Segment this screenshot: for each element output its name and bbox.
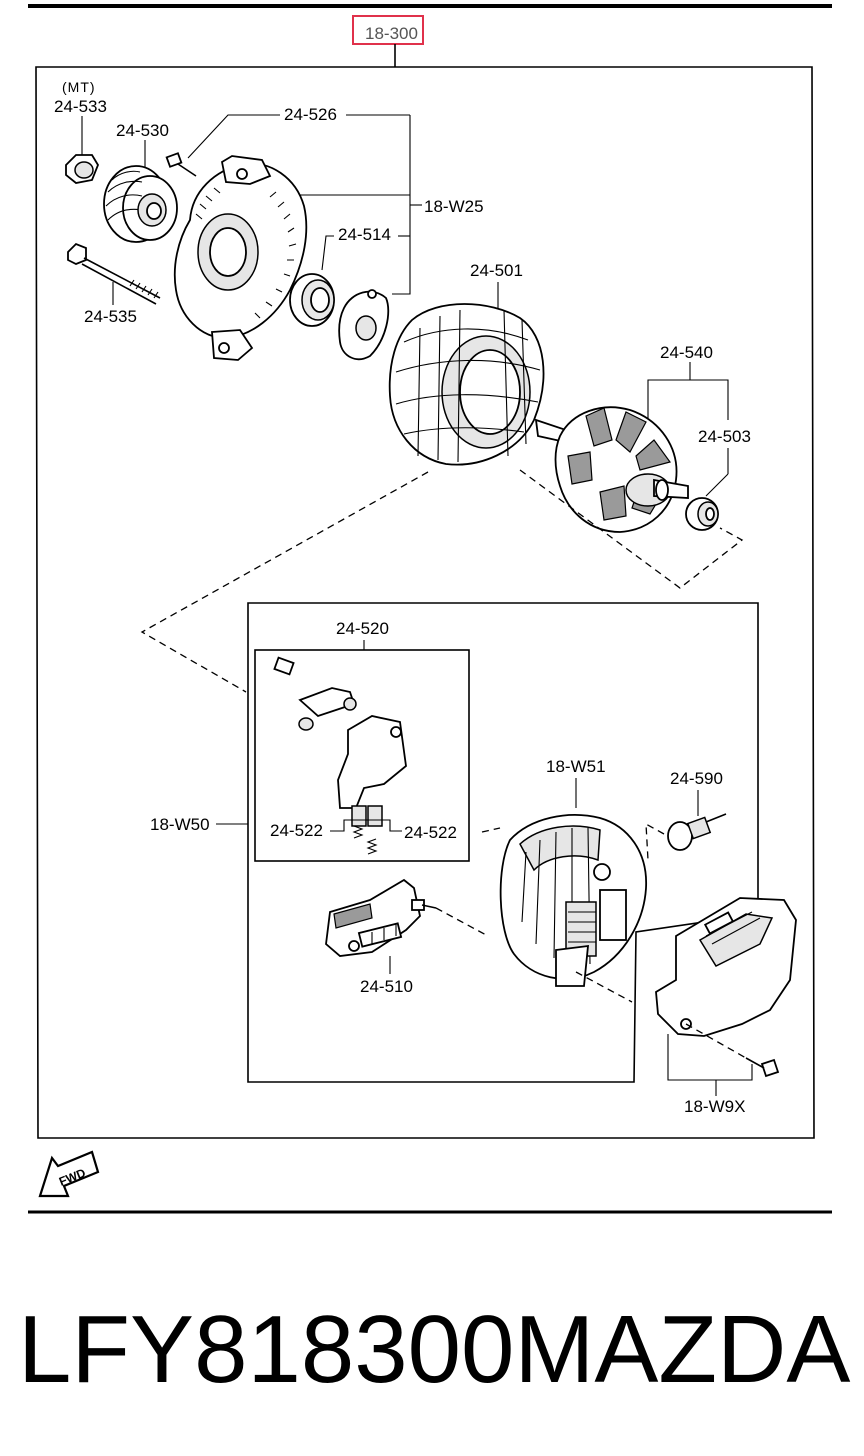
screw-part — [165, 152, 197, 177]
label-24-514: 24-514 — [338, 225, 391, 244]
brush-holder-frame — [254, 649, 470, 862]
rotor-part — [534, 406, 689, 533]
nut-part — [65, 154, 100, 184]
label-24-520: 24-520 — [336, 619, 389, 638]
fwd-arrow-icon: FWD — [38, 1150, 100, 1198]
label-18-W9X: 18-W9X — [684, 1097, 745, 1116]
bearing-part — [289, 273, 335, 327]
label-24-503: 24-503 — [698, 427, 751, 446]
assembly-code-label: 18-300 — [365, 24, 418, 43]
brush-holder-part — [273, 656, 407, 827]
regulator-part — [325, 878, 437, 957]
front-housing-part — [173, 155, 308, 361]
stator-part — [388, 303, 545, 466]
through-bolt-part — [67, 242, 161, 305]
label-mt-note: (MT) — [62, 79, 96, 95]
label-24-540: 24-540 — [660, 343, 713, 362]
terminal-bolt-part — [667, 813, 727, 851]
label-18-W25: 18-W25 — [424, 197, 484, 216]
label-24-533: 24-533 — [54, 97, 107, 116]
assembly-callout-box[interactable] — [352, 15, 424, 45]
retainer-plate-part — [338, 289, 390, 361]
label-24-526: 24-526 — [284, 105, 337, 124]
label-18-W51: 18-W51 — [546, 757, 606, 776]
label-24-501: 24-501 — [470, 261, 523, 280]
label-24-535: 24-535 — [84, 307, 137, 326]
outer-frame — [35, 66, 815, 1139]
cover-screw-part — [745, 1057, 780, 1078]
label-24-530: 24-530 — [116, 121, 169, 140]
label-24-522-left: 24-522 — [270, 821, 323, 840]
rear-cover-part — [655, 897, 797, 1037]
label-18-W50: 18-W50 — [150, 815, 210, 834]
rear-group-frame — [247, 602, 759, 1083]
brush-spring-icon — [352, 825, 378, 855]
brand-text: MAZDA — [514, 1296, 851, 1403]
pulley-part — [103, 165, 178, 243]
label-24-590: 24-590 — [670, 769, 723, 788]
label-24-510: 24-510 — [360, 977, 413, 996]
rear-housing-part — [499, 814, 647, 987]
label-24-522-right: 24-522 — [404, 823, 457, 842]
part-number-text: LFY818300 — [18, 1296, 515, 1403]
footer: LFY818300 MAZDA — [0, 1280, 864, 1420]
rear-bearing-part — [685, 497, 719, 531]
assembly-guide-dashes — [140, 471, 429, 693]
